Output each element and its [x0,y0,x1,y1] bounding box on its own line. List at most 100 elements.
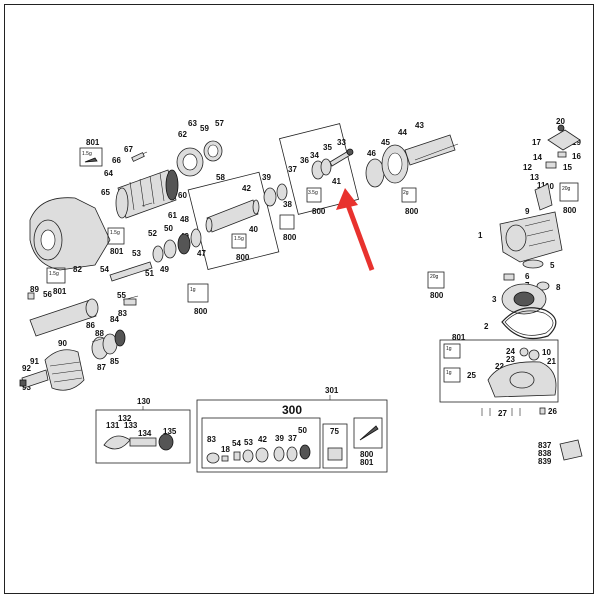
part-label: 26 [548,407,557,416]
part-label: 51 [145,269,154,278]
part-label: 14 [533,153,542,162]
part-label: 60 [178,191,187,200]
part-label: 6 [525,272,530,281]
part-label: 83 [118,309,127,318]
part-label: 54 [232,439,241,448]
seal-bore [207,144,219,158]
part-label: 33 [337,138,346,147]
part-label: 800 [405,207,419,216]
part-label: 800 [283,233,297,242]
part-label: 15 [563,163,572,172]
small-part [123,298,137,306]
part-label: 42 [258,435,267,444]
part-label: 27 [498,409,507,418]
part-label: 131 [106,421,120,430]
bearing-ring [528,349,540,361]
part-label: 43 [415,121,424,130]
part-label: 47 [197,249,206,258]
grease-card [353,417,383,449]
spring-coil [91,337,105,343]
ring-part [206,452,220,464]
part-label: 66 [112,156,121,165]
grease-card [79,147,103,167]
ring-part [299,444,311,460]
kit-frame [95,409,191,464]
group-crank-bearing: 45 44 43 46 2g 800 [365,121,459,216]
shaft-line [414,143,459,161]
gear-cylinder-end [165,169,179,201]
part-label: 16 [572,152,581,161]
grease-card [187,283,209,303]
part-label: 44 [398,128,407,137]
o-ring [276,183,288,201]
ring-part [365,158,385,188]
o-ring [286,446,298,462]
screw [557,124,565,132]
screws [481,408,521,416]
group-connecting-rod: 36 37 34 35 33 41 3.5g 800 [279,123,359,216]
grease-label: 1.5g [49,271,59,277]
grease-label: 2g [403,190,409,196]
grease-tube-icon [359,425,379,441]
grease-label: 1g [190,287,196,293]
part-label: 800 [360,450,374,459]
part-label: 34 [310,151,319,160]
part-label: 134 [138,429,152,438]
part-label: 20 [556,117,565,126]
shaft-part [109,261,153,282]
part-label: 88 [95,329,104,338]
grease-label: 20g [430,274,439,280]
kit-301: 301 300 83 18 54 53 42 39 37 50 75 800 8… [196,386,388,473]
part-label: 5 [550,261,555,270]
part-label: 838 [538,449,552,458]
kit-number: 130 [137,397,151,406]
part-label: 36 [300,156,309,165]
small-part [233,451,241,461]
small-part [557,151,567,158]
cap-part [158,433,174,451]
kit-frame [196,399,388,473]
needle-bearing-bore [387,152,403,176]
red-callout-arrow [336,188,375,271]
grease-card [107,227,125,245]
part-label: 37 [288,434,297,443]
o-ring-seal [501,307,557,340]
part-label: 92 [22,364,31,373]
spindle-shaft [29,299,97,337]
part-label: 64 [104,169,113,178]
part-label: 61 [168,211,177,220]
part-label: 18 [221,445,230,454]
grease-card [306,187,322,203]
part-label: 39 [262,173,271,182]
part-label: 21 [547,357,556,366]
part-label: 82 [73,265,82,274]
part-label: 63 [188,119,197,128]
part-label: 48 [180,215,189,224]
sub-kit-frame [201,417,321,469]
small-part [221,455,229,462]
o-ring [273,446,285,462]
part-label: 59 [200,124,209,133]
washer [522,259,544,269]
dust-cap [103,435,131,450]
gear-cylinder-end [115,187,129,219]
part-label: 800 [430,291,444,300]
label-plate [559,439,583,461]
grease-card [231,233,247,249]
housing-ribs [524,219,556,247]
part-label: 53 [132,249,141,258]
housing-bore-inner [40,229,56,251]
grease-label: 1.5g [110,230,120,236]
ring-part [177,233,191,255]
grease-card [559,182,579,202]
part-label: 40 [249,225,258,234]
gear-teeth [129,172,165,211]
part-label: 55 [117,291,126,300]
small-part [27,292,35,300]
part-label: 42 [242,184,251,193]
part-label: 839 [538,457,552,466]
spindle-collar [85,298,99,318]
small-part [545,161,557,169]
part-label: 50 [298,426,307,435]
